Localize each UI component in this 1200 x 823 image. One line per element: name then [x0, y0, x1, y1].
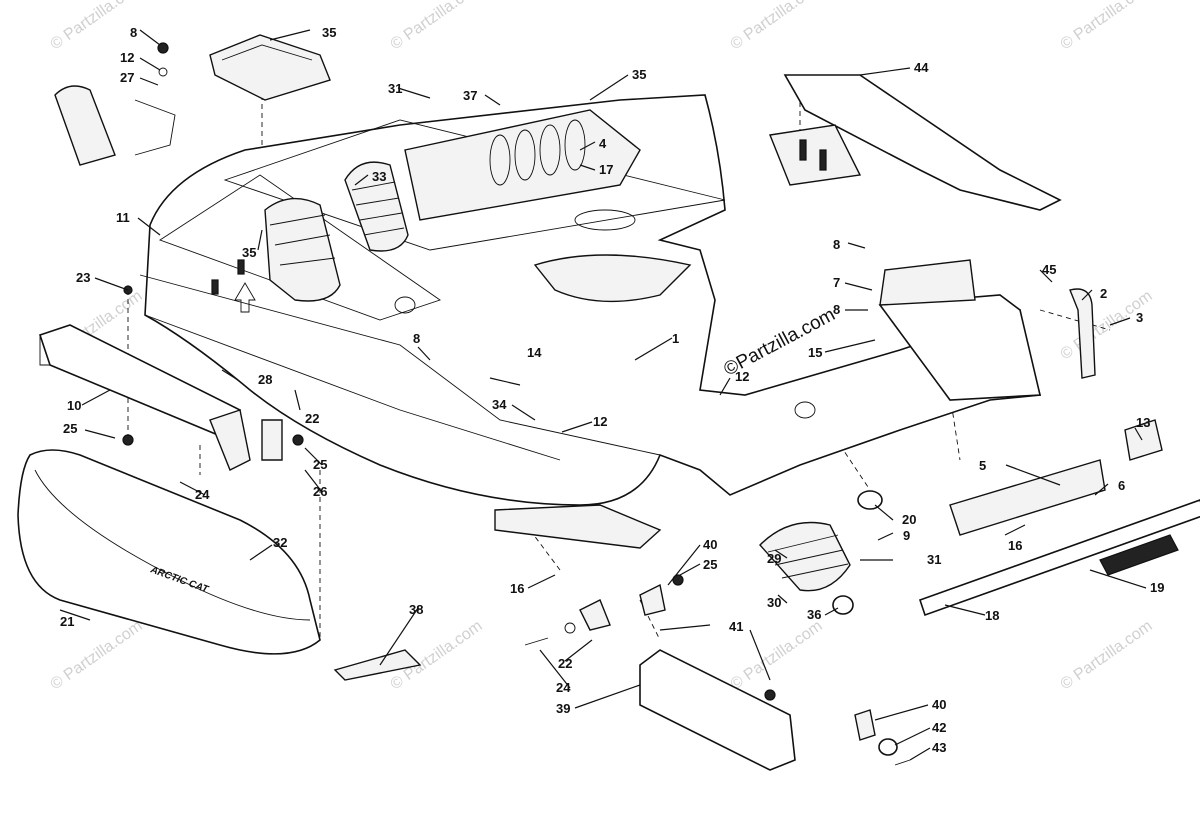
callout-4[interactable]: 4: [599, 136, 607, 151]
trim-piece: [333, 649, 422, 681]
callout-12[interactable]: 12: [735, 369, 749, 384]
callout-23[interactable]: 23: [76, 270, 90, 285]
callout-29[interactable]: 29: [767, 551, 781, 566]
handle-2: [1069, 288, 1096, 379]
callout-24[interactable]: 24: [195, 487, 210, 502]
callout-8[interactable]: 8: [130, 25, 137, 40]
callout-34[interactable]: 34: [492, 397, 507, 412]
callout-35[interactable]: 35: [632, 67, 646, 82]
callout-30[interactable]: 30: [767, 595, 781, 610]
callout-36[interactable]: 36: [807, 607, 821, 622]
callout-25[interactable]: 25: [63, 421, 77, 436]
callout-37[interactable]: 37: [463, 88, 477, 103]
panel-39: [639, 649, 911, 771]
callouts: 1 2 3 4 5 6 7 8 8 8 8 9 10 11 12 12 12 1…: [60, 25, 1164, 755]
callout-26[interactable]: 26: [313, 484, 327, 499]
callout-44[interactable]: 44: [914, 60, 929, 75]
callout-9[interactable]: 9: [903, 528, 910, 543]
callout-7[interactable]: 7: [833, 275, 840, 290]
callout-8[interactable]: 8: [833, 302, 840, 317]
watermark-text: © Partzilla.com: [388, 0, 486, 53]
callout-8[interactable]: 8: [833, 237, 840, 252]
nose-cone: ARCTIC CAT: [17, 449, 321, 655]
callout-31[interactable]: 31: [388, 81, 402, 96]
callout-20[interactable]: 20: [902, 512, 916, 527]
callout-43[interactable]: 43: [932, 740, 946, 755]
callout-8[interactable]: 8: [413, 331, 420, 346]
callout-35[interactable]: 35: [242, 245, 256, 260]
callout-25[interactable]: 25: [703, 557, 717, 572]
callout-6[interactable]: 6: [1118, 478, 1125, 493]
side-panel: [878, 259, 1163, 536]
hinge-bracket: [524, 574, 684, 646]
top-cover: [209, 34, 331, 101]
callout-22[interactable]: 22: [305, 411, 319, 426]
callout-15[interactable]: 15: [808, 345, 822, 360]
watermark-text: © Partzilla.com: [1058, 0, 1156, 53]
callout-21[interactable]: 21: [60, 614, 74, 629]
trim-strip-left: [494, 504, 662, 549]
bracket-27: [54, 42, 176, 166]
callout-18[interactable]: 18: [985, 608, 999, 623]
callout-42[interactable]: 42: [932, 720, 946, 735]
callout-5[interactable]: 5: [979, 458, 986, 473]
callout-35[interactable]: 35: [322, 25, 336, 40]
callout-3[interactable]: 3: [1136, 310, 1143, 325]
callout-40[interactable]: 40: [703, 537, 717, 552]
callout-14[interactable]: 14: [527, 345, 542, 360]
callout-16[interactable]: 16: [1008, 538, 1022, 553]
callout-10[interactable]: 10: [67, 398, 81, 413]
callout-41[interactable]: 41: [729, 619, 743, 634]
callout-16[interactable]: 16: [510, 581, 524, 596]
rear-strap: [769, 74, 1062, 211]
leader-lines: [59, 29, 1147, 761]
callout-25[interactable]: 25: [313, 457, 327, 472]
callout-2[interactable]: 2: [1100, 286, 1107, 301]
watermark-text: © Partzilla.com: [728, 0, 826, 53]
callout-38[interactable]: 38: [409, 602, 423, 617]
callout-11[interactable]: 11: [116, 210, 130, 225]
callout-24[interactable]: 24: [556, 680, 571, 695]
callout-12[interactable]: 12: [120, 50, 134, 65]
callout-22[interactable]: 22: [558, 656, 572, 671]
rear-strip: [918, 499, 1200, 617]
callout-31[interactable]: 31: [927, 552, 941, 567]
callout-28[interactable]: 28: [258, 372, 272, 387]
callout-40[interactable]: 40: [932, 697, 946, 712]
callout-39[interactable]: 39: [556, 701, 570, 716]
callout-12[interactable]: 12: [593, 414, 607, 429]
callout-32[interactable]: 32: [273, 535, 287, 550]
callout-17[interactable]: 17: [599, 162, 613, 177]
callout-1[interactable]: 1: [672, 331, 679, 346]
callout-33[interactable]: 33: [372, 169, 386, 184]
callout-27[interactable]: 27: [120, 70, 134, 85]
watermark-text: © Partzilla.com: [1058, 618, 1156, 694]
air-intake-boots: [264, 161, 409, 302]
callout-13[interactable]: 13: [1136, 415, 1150, 430]
callout-19[interactable]: 19: [1150, 580, 1164, 595]
front-bumper: [38, 285, 304, 471]
boot-29: [759, 490, 883, 615]
callout-45[interactable]: 45: [1042, 262, 1056, 277]
